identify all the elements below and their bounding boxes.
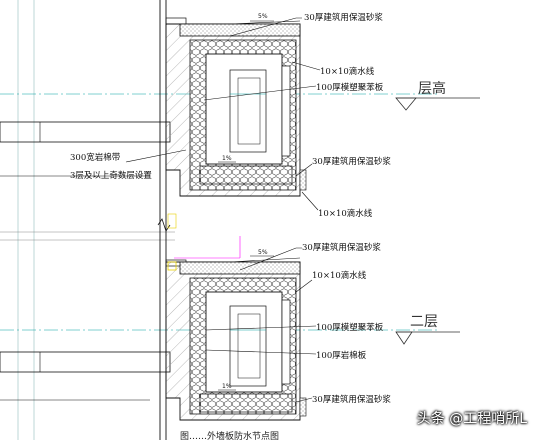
label-drip-line-1: 10×10滴水线 (320, 66, 375, 77)
label-insulation-mortar-1: 30厚建筑用保温砂浆 (304, 12, 383, 23)
leader-lines (125, 17, 321, 403)
slope-top-2: 5% (258, 249, 268, 256)
label-eps-board-2: 100厚模塑聚苯板 (316, 322, 384, 333)
level-marker-upper: 层高 (395, 80, 480, 111)
lower-window-unit (229, 305, 267, 387)
annotations: 30厚建筑用保温砂浆 10×10滴水线 100厚模塑聚苯板 300宽岩棉带 3层… (70, 12, 391, 405)
slope-bottom-2: 1% (222, 383, 232, 390)
left-wall-bands (0, 121, 171, 401)
upper-window-unit (229, 69, 267, 153)
level-marker-lower: 二层 (395, 314, 460, 345)
label-insulation-mortar-2: 30厚建筑用保温砂浆 (312, 156, 391, 167)
drawing-caption: 图……外墙板防水节点图 (180, 432, 280, 442)
level-label-lower: 二层 (410, 314, 438, 330)
lower-ledge (165, 213, 307, 421)
label-drip-line-3: 10×10滴水线 (312, 270, 367, 281)
slope-bottom-1: 1% (222, 155, 232, 162)
label-rockwool-board: 100厚岩棉板 (316, 350, 367, 361)
upper-ledge (165, 20, 307, 197)
slope-top-1: 5% (258, 13, 268, 20)
watermark: 头条 @工程哨所L (416, 411, 527, 427)
level-label-upper: 层高 (418, 80, 446, 97)
label-eps-board-1: 100厚模塑聚苯板 (316, 82, 384, 93)
label-insulation-mortar-3: 30厚建筑用保温砂浆 (302, 242, 381, 253)
label-rockwool-band: 300宽岩棉带 (70, 152, 121, 163)
slope-marks: 5% 1% 5% 1% (218, 13, 274, 391)
label-insulation-mortar-4: 30厚建筑用保温砂浆 (312, 394, 391, 405)
label-drip-line-2: 10×10滴水线 (318, 208, 373, 219)
label-rockwool-note: 3层及以上奇数层设置 (70, 170, 152, 181)
